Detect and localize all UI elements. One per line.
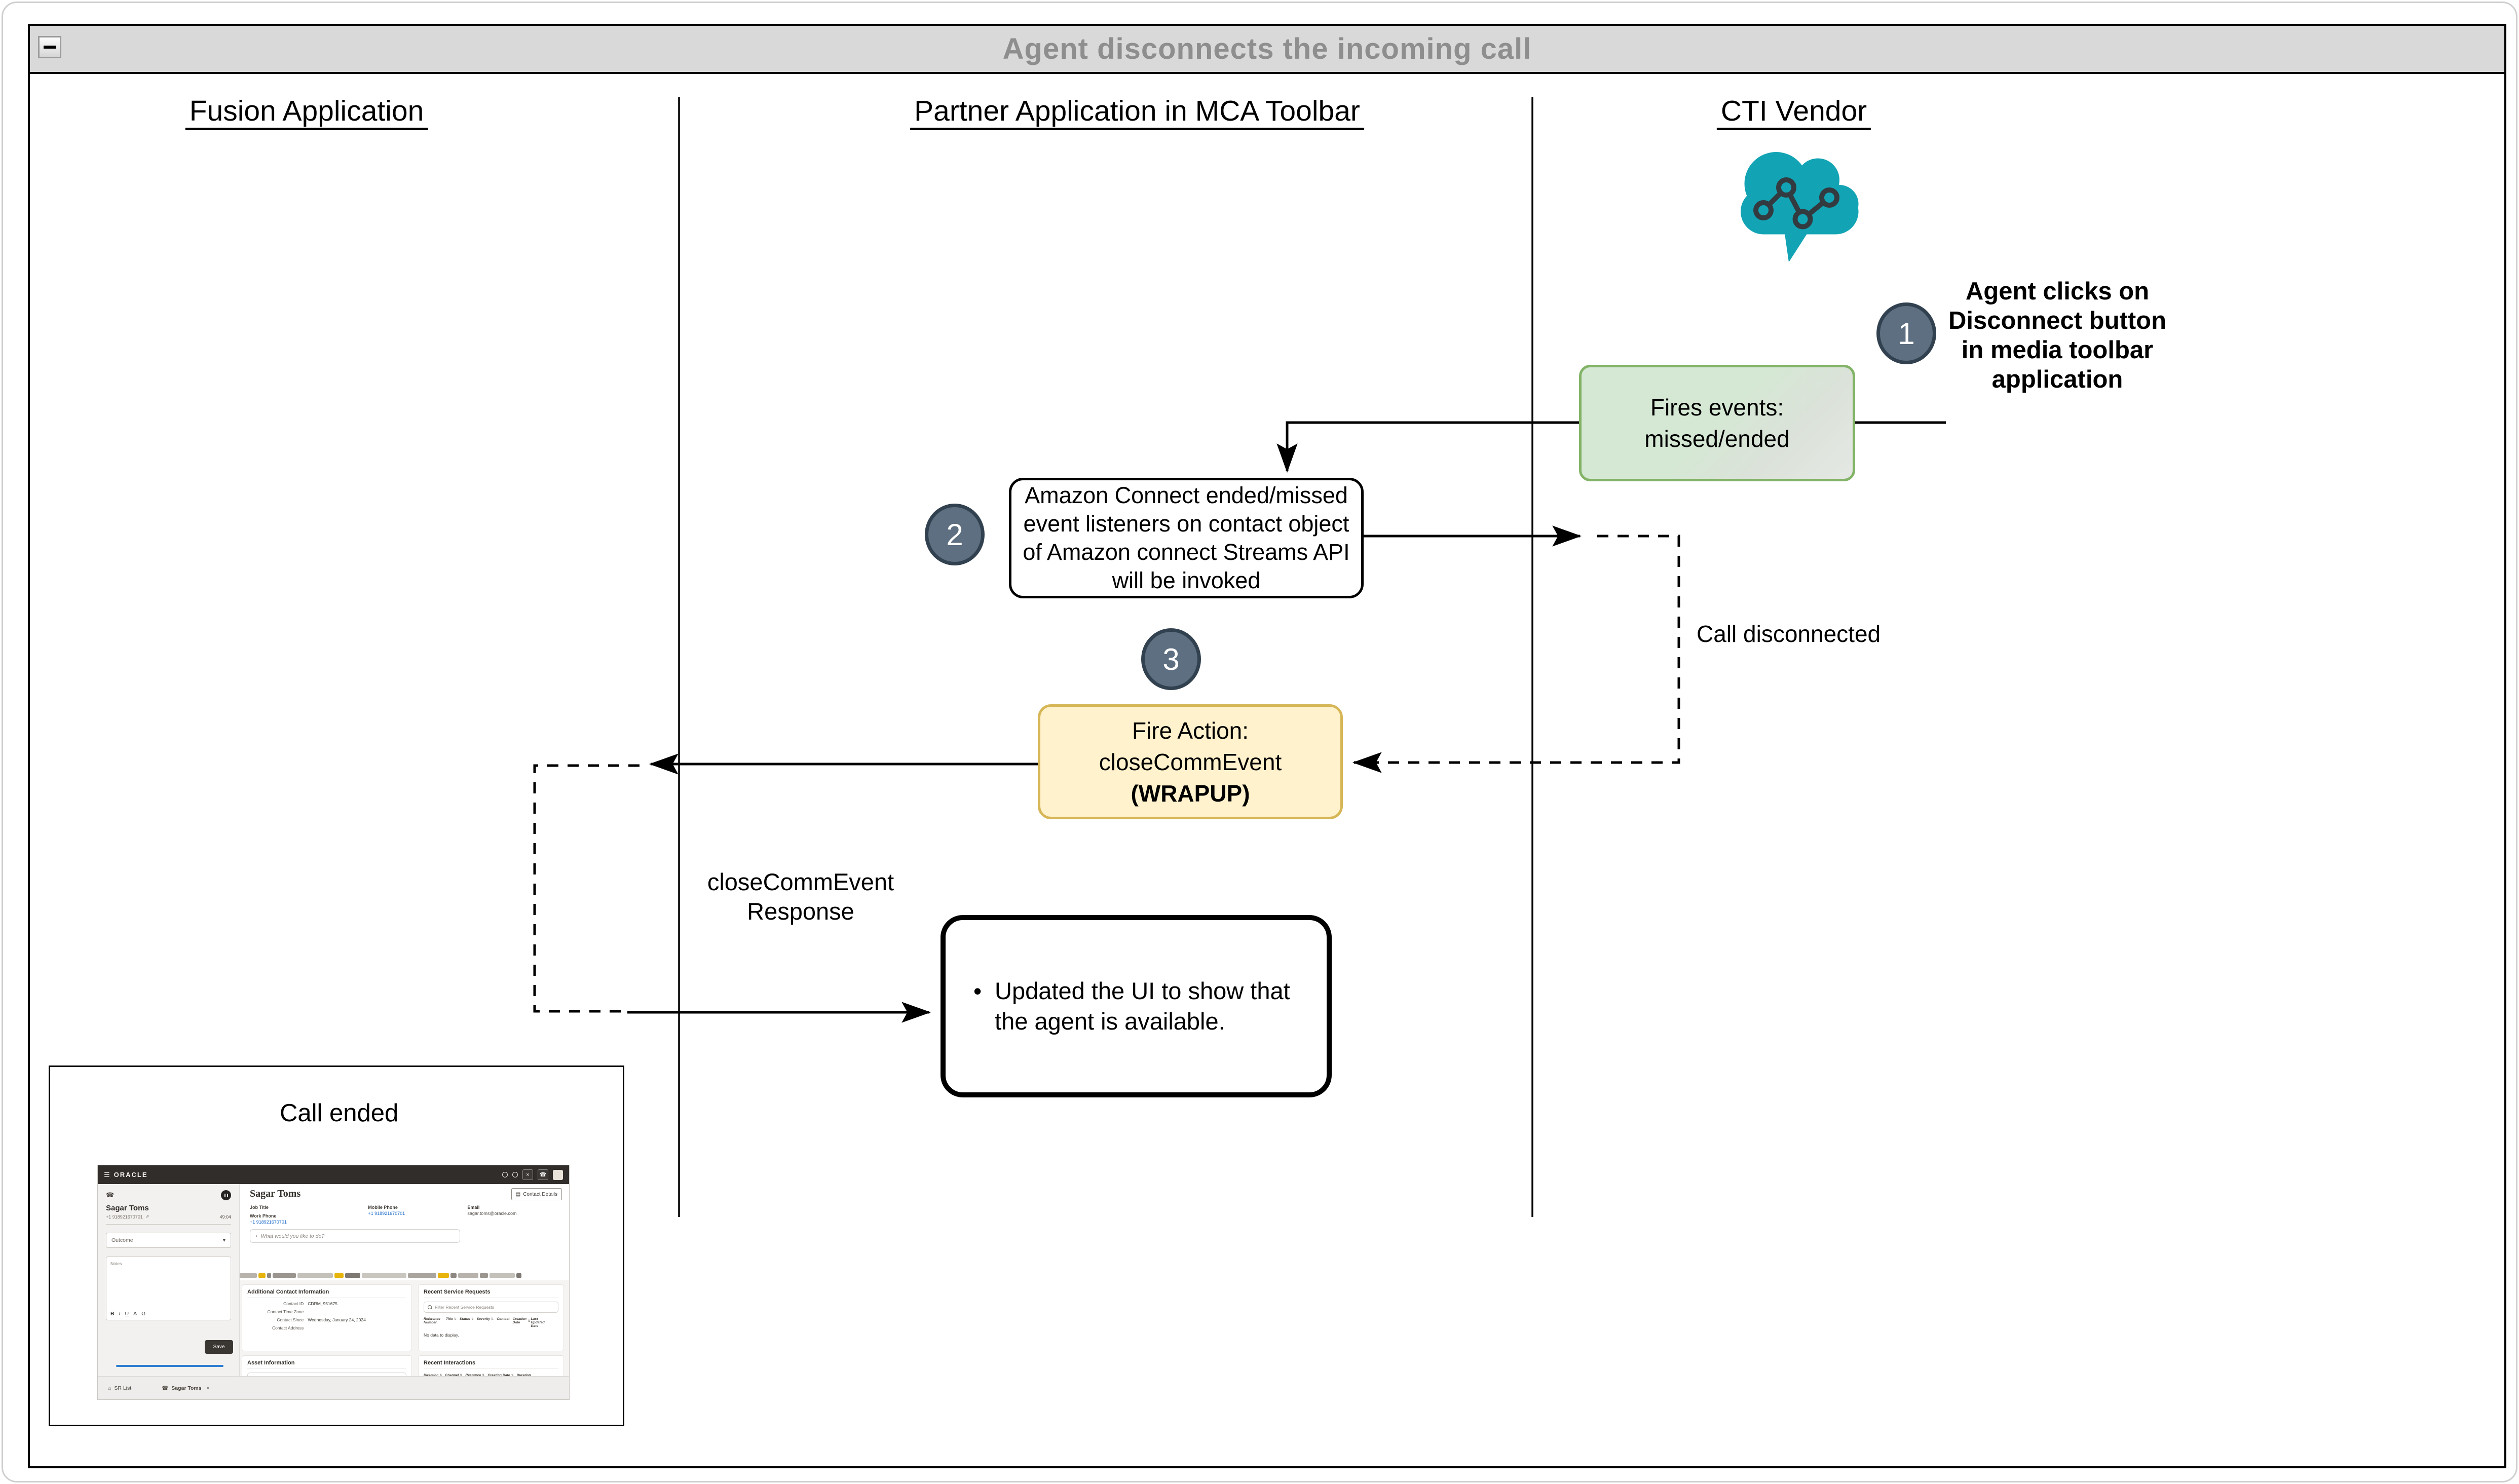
contact-title: Sagar Toms <box>250 1188 301 1199</box>
hold-call-button <box>221 1190 231 1200</box>
label-call-ended: Call ended <box>280 1099 399 1127</box>
sort-icon: ⇅ <box>491 1318 494 1321</box>
softphone-panel: ☎ Sagar Toms +1 918921670701 ⇗ 49:04 Out… <box>98 1184 240 1376</box>
doc-icon: ▤ <box>515 1191 521 1197</box>
email-label: Email <box>467 1205 480 1210</box>
lane-header-cti-vendor: CTI Vendor <box>1716 94 1871 130</box>
call-timer: 49:04 <box>219 1214 231 1220</box>
chevron-right-icon: › <box>255 1233 257 1239</box>
sort-icon: ⇅ <box>482 1374 485 1376</box>
sort-icon: ⇅ <box>439 1374 442 1376</box>
contact-details-button: ▤ Contact Details <box>511 1188 562 1200</box>
phone-tool-icon: ☎ <box>538 1169 548 1180</box>
contact-cards-zone: Additional Contact Information Contact I… <box>240 1280 569 1376</box>
save-button: Save <box>205 1340 233 1354</box>
notes-textarea: Notes B I U A Ω <box>106 1257 231 1320</box>
contact-nav-strip <box>240 1273 566 1278</box>
mobile-phone-label: Mobile Phone <box>368 1205 398 1210</box>
bullet-icon: • <box>973 978 982 1004</box>
avatar <box>553 1169 563 1180</box>
note-step1: Agent clicks on Disconnect button in med… <box>1948 278 2167 393</box>
pause-icon <box>224 1193 228 1197</box>
email-value: sagar.toms@oracle.com <box>467 1211 517 1216</box>
sort-icon: ⇅ <box>454 1318 457 1321</box>
diagram-title: Agent disconnects the incoming call <box>1002 32 1532 65</box>
node-fire-action: Fire Action: closeCommEvent (WRAPUP) <box>1038 704 1343 819</box>
mini-app-header: ☰ ORACLE × ☎ <box>98 1165 569 1184</box>
recent-interactions-card: Recent Interactions Direction⇅ Channel⇅ … <box>418 1355 564 1376</box>
sort-icon: ⇅ <box>471 1318 474 1321</box>
close-tool-icon: × <box>522 1169 533 1180</box>
active-tab-indicator <box>116 1365 223 1367</box>
node-event-listeners: Amazon Connect ended/missed event listen… <box>1009 478 1364 598</box>
caller-phone-number: +1 918921670701 <box>106 1214 143 1220</box>
caller-name: Sagar Toms <box>106 1204 149 1212</box>
sort-icon: ⇅ <box>528 1319 531 1323</box>
close-tab-icon: × <box>206 1385 210 1391</box>
phone-icon: ☎ <box>162 1385 169 1391</box>
symbol-icon: Ω <box>141 1311 145 1317</box>
action-search-input: › What would you like to do? <box>250 1229 460 1243</box>
mini-app-footer-tabs: ⌂ SR List ☎ Sagar Toms × <box>98 1376 569 1399</box>
home-icon: ⌂ <box>108 1385 111 1391</box>
contact-detail-panel: Sagar Toms ▤ Contact Details Job Title W… <box>240 1184 569 1376</box>
filter-service-requests-input: Filter Recent Service Requests <box>424 1302 558 1313</box>
label-call-disconnected: Call disconnected <box>1697 621 1881 647</box>
embedded-screenshot: ☰ ORACLE × ☎ ☎ Sagar Toms +1 91892167070… <box>98 1165 569 1399</box>
search-icon <box>428 1305 432 1309</box>
outcome-select: Outcome ▾ <box>106 1233 231 1248</box>
mobile-phone-value: +1 918921670701 <box>368 1211 405 1216</box>
underline-icon: U <box>125 1311 129 1317</box>
oracle-logo: ORACLE <box>114 1171 148 1178</box>
italic-icon: I <box>119 1311 121 1317</box>
external-link-icon: ⇗ <box>145 1214 149 1219</box>
sort-icon: ⇅ <box>460 1374 463 1376</box>
node-updated-ui: • Updated the UI to show that the agent … <box>941 915 1332 1097</box>
filter-assets-input: Filter Assets <box>247 1373 406 1376</box>
chevron-down-icon: ▾ <box>222 1237 225 1243</box>
step-badge-1: 1 <box>1876 302 1936 364</box>
cti-cloud-icon <box>1741 152 1859 262</box>
step-badge-2: 2 <box>925 504 985 565</box>
notification-bell-icon <box>502 1172 508 1177</box>
work-phone-label: Work Phone <box>250 1213 277 1219</box>
collapse-diagram-button[interactable] <box>38 36 61 58</box>
notes-placeholder: Notes <box>110 1261 122 1266</box>
lane-header-partner-application: Partner Application in MCA Toolbar <box>910 94 1364 130</box>
bold-icon: B <box>110 1311 115 1317</box>
sort-icon: ⇅ <box>511 1374 514 1376</box>
tab-sagar-toms: ☎ Sagar Toms × <box>162 1385 210 1391</box>
notes-format-toolbar: B I U A Ω <box>110 1311 145 1317</box>
node-fires-events: Fires events: missed/ended <box>1579 365 1855 481</box>
minus-icon <box>44 46 56 49</box>
diagram-titlebar: Agent disconnects the incoming call <box>30 26 2504 74</box>
work-phone-value: +1 918921670701 <box>250 1220 287 1225</box>
action-search-placeholder: What would you like to do? <box>260 1233 325 1239</box>
step-badge-3: 3 <box>1141 628 1201 690</box>
job-title-label: Job Title <box>250 1205 269 1210</box>
divider <box>106 1224 231 1225</box>
menu-icon: ☰ <box>104 1170 110 1178</box>
call-phone-icon: ☎ <box>106 1191 115 1199</box>
asset-information-card: Asset Information Filter Assets <box>242 1355 412 1376</box>
additional-contact-info-card: Additional Contact Information Contact I… <box>242 1284 412 1351</box>
announcements-icon <box>512 1172 518 1177</box>
label-close-comm-event-response: closeCommEvent Response <box>707 868 894 925</box>
tab-sr-list: ⌂ SR List <box>108 1385 132 1391</box>
recent-service-requests-card: Recent Service Requests Filter Recent Se… <box>418 1284 564 1351</box>
font-color-icon: A <box>133 1311 137 1317</box>
lane-header-fusion-application: Fusion Application <box>185 94 428 130</box>
